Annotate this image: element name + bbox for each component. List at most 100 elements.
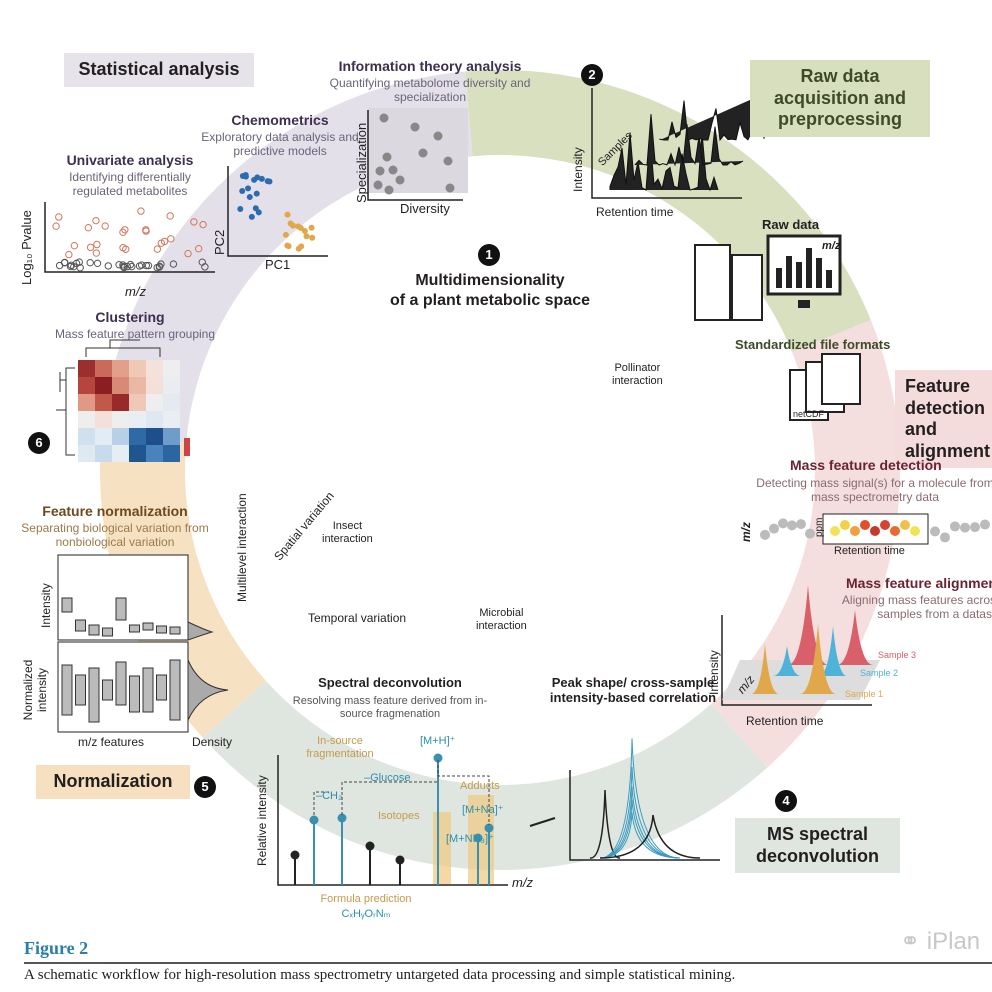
- detection-box-y-label: ppm: [814, 517, 825, 537]
- heatmap-cell: [112, 360, 129, 377]
- correlation-peak-cyan: [599, 799, 681, 859]
- univariate-point-ns: [55, 261, 64, 270]
- caption-divider: [24, 962, 992, 964]
- univariate-point-ns: [123, 262, 132, 271]
- in-source-fragmentation-label: In-source fragmentation: [306, 735, 374, 760]
- pca-point-group2: [303, 233, 310, 240]
- correlation-peak-black2: [599, 814, 701, 859]
- univariate-point-sig: [137, 207, 145, 215]
- ms-spectrum-bar: [806, 248, 812, 288]
- heatmap-cell: [163, 394, 180, 411]
- raw-data-label: Raw data: [762, 217, 820, 232]
- information-point: [445, 183, 455, 193]
- mass-feature-detection-desc: Detecting mass signal(s) for a molecule …: [756, 476, 992, 504]
- watermark-text: iPlan: [926, 928, 981, 955]
- information-y-label: Specialization: [354, 122, 369, 203]
- information-x-label: Diversity: [400, 201, 450, 216]
- boxplot-top-box: [129, 624, 140, 633]
- heatmap-cell: [146, 360, 163, 377]
- monitor-stand: [798, 300, 810, 308]
- lc-instrument: [694, 244, 731, 321]
- watermark: ⚭ iPlan: [900, 928, 980, 956]
- alignment-peak: [788, 585, 828, 665]
- figure-label: Figure 2: [24, 938, 89, 958]
- spectrum-peak-marker: [337, 813, 347, 823]
- insect-interaction-label: Insect interaction: [322, 520, 373, 545]
- univariate-point-sig: [199, 220, 207, 229]
- isotopes-label: Isotopes: [378, 810, 420, 822]
- univariate-point-ns: [157, 260, 165, 268]
- correlation-peak-cyan: [599, 766, 681, 859]
- density-curve-top: [187, 621, 214, 641]
- ch2-loss-label: –CH₂: [316, 790, 343, 802]
- boxplot-bottom-box: [156, 674, 167, 701]
- univariate-point-sig: [70, 241, 79, 250]
- detection-point: [840, 520, 850, 530]
- detection-noise-point: [805, 528, 815, 539]
- detection-noise-point: [980, 519, 990, 530]
- microbial-interaction-label: Microbial interaction: [476, 607, 527, 632]
- ms-screen-mz-label: m/z: [822, 240, 841, 252]
- axis-temporal-variation: Temporal variation: [308, 611, 407, 625]
- pca-point-group1: [255, 209, 262, 216]
- correlation-axes: [569, 770, 720, 861]
- heatmap-cell: [163, 428, 180, 445]
- step-number-6: 6: [28, 432, 50, 454]
- correlation-peak-cyan: [599, 738, 681, 859]
- univariate-point-sig: [55, 213, 63, 221]
- heatmap-cell: [163, 411, 180, 428]
- heatmap-cell: [95, 360, 112, 377]
- heatmap-cell: [112, 377, 129, 394]
- univariate-point-sig: [86, 243, 95, 252]
- detection-noise-point: [760, 529, 770, 540]
- univariate-point-sig: [166, 212, 174, 220]
- detection-point: [900, 520, 910, 530]
- heatmap-cell: [112, 445, 129, 462]
- mnh3-ion-label: [M+NH₃]⁺: [446, 833, 494, 845]
- univariate-point-ns: [128, 262, 136, 271]
- figure-caption: A schematic workflow for high-resolution…: [24, 967, 736, 983]
- univariate-point-sig: [194, 245, 203, 253]
- univariate-y-label: Log₁₀ Pvalue: [19, 210, 34, 285]
- detection-noise-point: [930, 526, 940, 537]
- detection-point: [850, 526, 860, 536]
- heatmap-cell: [78, 360, 95, 377]
- univariate-point-ns: [120, 263, 128, 272]
- alignment-peak: [751, 644, 779, 694]
- univariate-point-sig: [121, 226, 129, 234]
- file-icon: [821, 353, 861, 405]
- pca-point-group2: [287, 220, 294, 227]
- ms-spectrum-bar: [776, 268, 782, 288]
- heatmap-cell: [78, 411, 95, 428]
- spectrum-peak-marker: [484, 823, 494, 833]
- pca-point-group1: [245, 185, 252, 192]
- detection-noise-point: [778, 518, 788, 529]
- dendrogram-cols: [85, 339, 161, 357]
- pca-point-group1: [251, 176, 258, 183]
- information-point: [443, 156, 453, 166]
- heatmap-cell: [95, 377, 112, 394]
- alignment-peak: [773, 646, 801, 676]
- detection-noise-point: [970, 522, 980, 533]
- pca-point-group1: [248, 213, 255, 220]
- spectrum-relationship-lines: [313, 760, 490, 825]
- chromatogram-trace: [634, 114, 744, 167]
- boxplot-top-box: [142, 622, 154, 631]
- detection-x-label: Retention time: [834, 545, 905, 557]
- detection-point: [870, 526, 880, 536]
- univariate-point-ns: [66, 262, 75, 271]
- information-point: [410, 122, 420, 132]
- heatmap-cell: [112, 394, 129, 411]
- ms-spectrum-bar: [796, 262, 802, 288]
- ms-spectrum-bar: [826, 270, 832, 288]
- ms-spectrum-bar: [786, 256, 792, 288]
- pca-point-group1: [258, 175, 265, 182]
- formula-prediction-label: Formula prediction: [320, 893, 412, 905]
- wechat-icon: ⚭: [900, 928, 927, 955]
- spectrum-peak-marker: [473, 833, 483, 843]
- univariate-point-sig: [190, 218, 198, 226]
- pca-point-group2: [282, 231, 289, 238]
- heatmap-cell: [129, 411, 146, 428]
- dendrogram-rows: [56, 367, 75, 456]
- heatmap-cell: [129, 428, 146, 445]
